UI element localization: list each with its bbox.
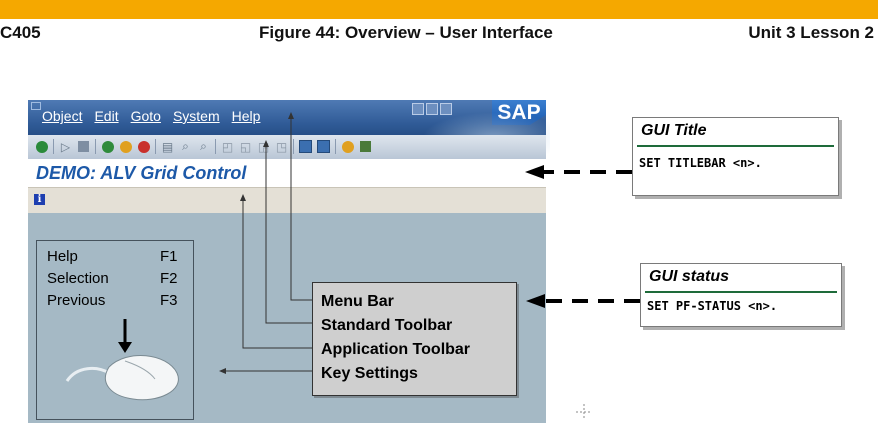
titlebar-code: SET TITLEBAR <n>. [639, 156, 762, 170]
label-standard-toolbar: Standard Toolbar [321, 317, 453, 334]
help-icon[interactable] [340, 139, 355, 154]
find-icon[interactable]: ⌕ [182, 139, 189, 153]
accent-bar [0, 0, 878, 19]
standard-toolbar: ▷ ▤ ⌕ ⌕ ◰ ◱ ◲ ◳ [28, 135, 546, 159]
last-page-icon[interactable]: ◳ [275, 139, 288, 154]
callout-divider [645, 291, 837, 293]
new-session-icon[interactable] [298, 139, 313, 154]
command-field-icon[interactable]: ▷ [60, 139, 71, 154]
callout-divider [637, 145, 834, 147]
application-toolbar: i [28, 187, 546, 213]
label-key-settings: Key Settings [321, 365, 418, 382]
ui-parts-legend: Menu Bar Standard Toolbar Application To… [312, 282, 517, 396]
back-icon[interactable] [100, 139, 115, 154]
menu-system[interactable]: System [172, 108, 220, 124]
course-code: C405 [0, 23, 41, 42]
print-icon[interactable]: ▤ [161, 139, 174, 154]
label-application-toolbar: Application Toolbar [321, 341, 471, 358]
menu-edit[interactable]: Edit [94, 108, 119, 124]
menu-goto[interactable]: Goto [130, 108, 161, 124]
label-menu-bar: Menu Bar [321, 293, 394, 310]
unit-lesson: Unit 3 Lesson 2 [748, 23, 874, 42]
menu-object[interactable]: Object [42, 108, 83, 124]
previous-page-icon[interactable]: ◱ [239, 139, 252, 154]
layout-menu-icon[interactable] [358, 139, 373, 154]
gui-title-callout: GUI Title SET TITLEBAR <n>. [632, 117, 839, 196]
system-menu-icon[interactable] [31, 102, 41, 110]
gui-status-callout: GUI status SET PF-STATUS <n>. [640, 263, 842, 327]
screen-title: DEMO: ALV Grid Control [36, 163, 247, 183]
pf-status-code: SET PF-STATUS <n>. [647, 299, 778, 313]
shortcut-icon[interactable] [316, 139, 331, 154]
gui-status-heading: GUI status [649, 268, 730, 285]
enter-icon[interactable] [34, 139, 49, 154]
mouse-illustration [65, 319, 179, 401]
information-icon[interactable]: i [34, 194, 45, 205]
save-icon[interactable] [76, 139, 91, 154]
gui-title-heading: GUI Title [641, 122, 707, 139]
first-page-icon[interactable]: ◰ [221, 139, 234, 154]
key-settings-panel: Help F1 Selection F2 Previous F3 [36, 240, 194, 420]
gui-title-bar: DEMO: ALV Grid Control [28, 159, 546, 187]
figure-title: Figure 44: Overview – User Interface [259, 23, 553, 42]
cancel-icon[interactable] [136, 139, 151, 154]
exit-icon[interactable] [118, 139, 133, 154]
menu-help[interactable]: Help [231, 108, 261, 124]
find-next-icon[interactable]: ⌕ [200, 139, 207, 153]
